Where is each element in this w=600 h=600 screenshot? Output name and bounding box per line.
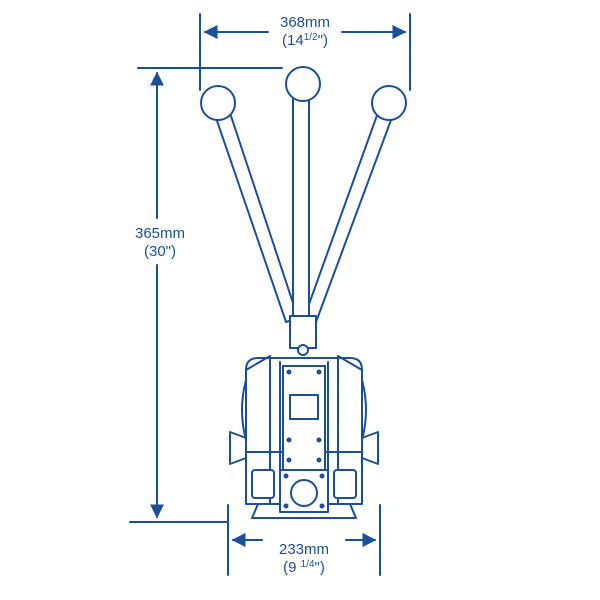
center-window	[289, 394, 319, 420]
height-dimension	[129, 67, 283, 523]
base-width-metric: 233mm	[279, 541, 329, 558]
side-mount-right	[361, 431, 379, 465]
lever-shaft-left	[213, 106, 299, 323]
lever-collar	[289, 315, 317, 349]
control-body	[229, 355, 379, 519]
top-width-metric: 368mm	[280, 14, 330, 31]
flange-port	[290, 479, 318, 507]
control-levers	[200, 66, 407, 356]
height-metric: 365mm	[135, 225, 185, 242]
lever-pivot	[297, 344, 309, 356]
lever-shaft-right	[303, 106, 395, 323]
base-width-dimension	[227, 504, 381, 576]
lever-shaft-center	[292, 97, 310, 321]
top-width-dimension	[199, 13, 411, 91]
top-width-imperial: (141/2")	[282, 32, 328, 49]
height-imperial: (30")	[144, 243, 176, 260]
lever-knob-left	[200, 85, 236, 121]
pad-right	[333, 469, 357, 499]
bolt-heads	[283, 369, 325, 509]
side-mount-left	[229, 431, 247, 465]
lever-knob-center	[285, 66, 321, 102]
base-width-imperial: (9 1/4")	[283, 559, 325, 576]
pad-left	[251, 469, 275, 499]
lever-knob-right	[371, 85, 407, 121]
